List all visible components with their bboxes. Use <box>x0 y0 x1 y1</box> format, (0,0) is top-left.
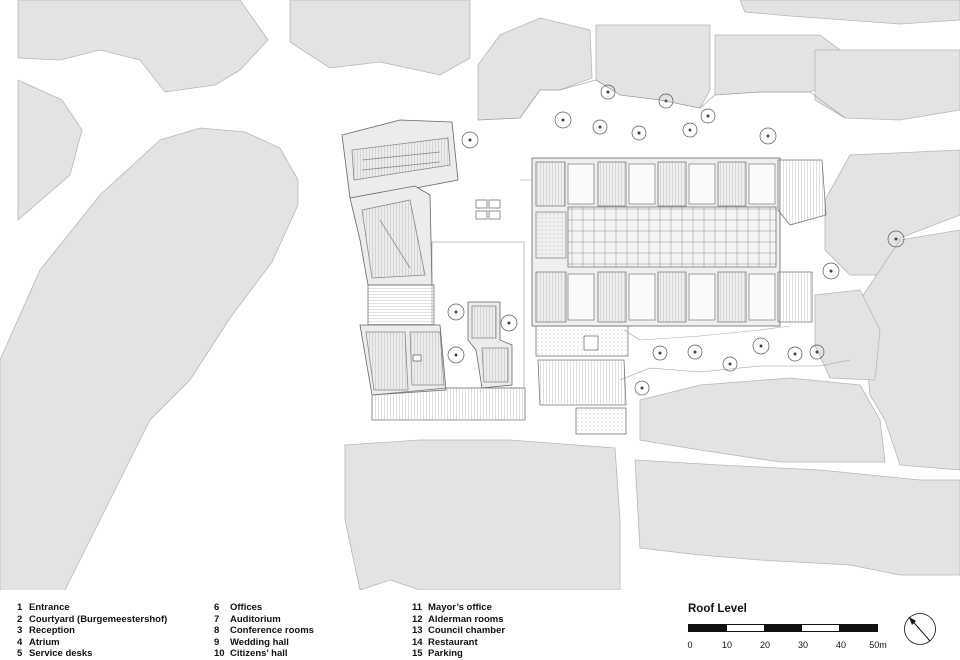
roof-north-light-wells <box>567 163 776 205</box>
roof-south-bays <box>535 271 813 323</box>
tree-icon <box>687 344 703 360</box>
tree-icon <box>500 314 518 332</box>
scale-tick-label: 40 <box>835 640 847 650</box>
scale-tick-label: 30 <box>797 640 809 650</box>
scale-segment-dark <box>839 625 877 631</box>
city-hall-complex <box>341 119 827 435</box>
block-top-right <box>739 0 960 25</box>
block-right-upper <box>814 49 960 121</box>
tree-icon <box>592 119 608 135</box>
tree-icon <box>887 230 905 248</box>
tree-icon <box>447 346 465 364</box>
roof-atrium-glass <box>567 206 777 268</box>
block-bottom-right <box>634 459 960 576</box>
tree-icon <box>722 356 738 372</box>
roof-entrance-canopy <box>575 407 627 435</box>
tree-icon <box>700 108 716 124</box>
block-bottom-center <box>344 439 621 590</box>
scale-segment-dark <box>689 625 727 631</box>
city-blocks <box>0 0 960 590</box>
tree-icon <box>809 344 825 360</box>
trees <box>447 84 905 396</box>
block-top-center <box>289 0 471 76</box>
scale-segment-light <box>801 625 840 631</box>
tree-icon <box>682 122 698 138</box>
hardscape-lines <box>520 179 791 341</box>
tree-icon <box>787 346 803 362</box>
roof-south-strip <box>371 387 526 421</box>
tree-icon <box>631 125 647 141</box>
north-arrow-icon <box>904 613 936 645</box>
scale-segment-dark <box>764 625 802 631</box>
scale-title: Roof Level <box>688 603 747 615</box>
scale-bar <box>688 624 878 632</box>
courtyard-skylights <box>475 199 501 220</box>
roof-north-bays <box>535 159 827 226</box>
scale-tick-label: 20 <box>759 640 771 650</box>
tree-icon <box>461 131 479 149</box>
roof-west-band <box>367 284 435 326</box>
block-upper-right-a <box>477 17 593 121</box>
roof-council-hipped <box>537 359 627 406</box>
block-south-east <box>639 377 886 463</box>
tree-icon <box>652 345 668 361</box>
roof-south-light-wells <box>567 273 776 321</box>
roof-south-central <box>535 325 629 357</box>
tree-icon <box>759 127 777 145</box>
tree-icon <box>447 303 465 321</box>
tree-icon <box>822 262 840 280</box>
scale-tick-label: 50m <box>869 640 887 650</box>
scale-tick-label: 0 <box>687 640 693 650</box>
scale-tick-label: 10 <box>721 640 733 650</box>
tree-icon <box>634 380 650 396</box>
block-upper-right-b <box>595 24 711 109</box>
block-top-left <box>17 0 269 93</box>
scale-segment-light <box>726 625 765 631</box>
block-left-upper <box>17 79 83 221</box>
tree-icon <box>554 111 572 129</box>
site-plan <box>0 0 960 590</box>
tree-icon <box>752 337 770 355</box>
church <box>0 127 299 590</box>
